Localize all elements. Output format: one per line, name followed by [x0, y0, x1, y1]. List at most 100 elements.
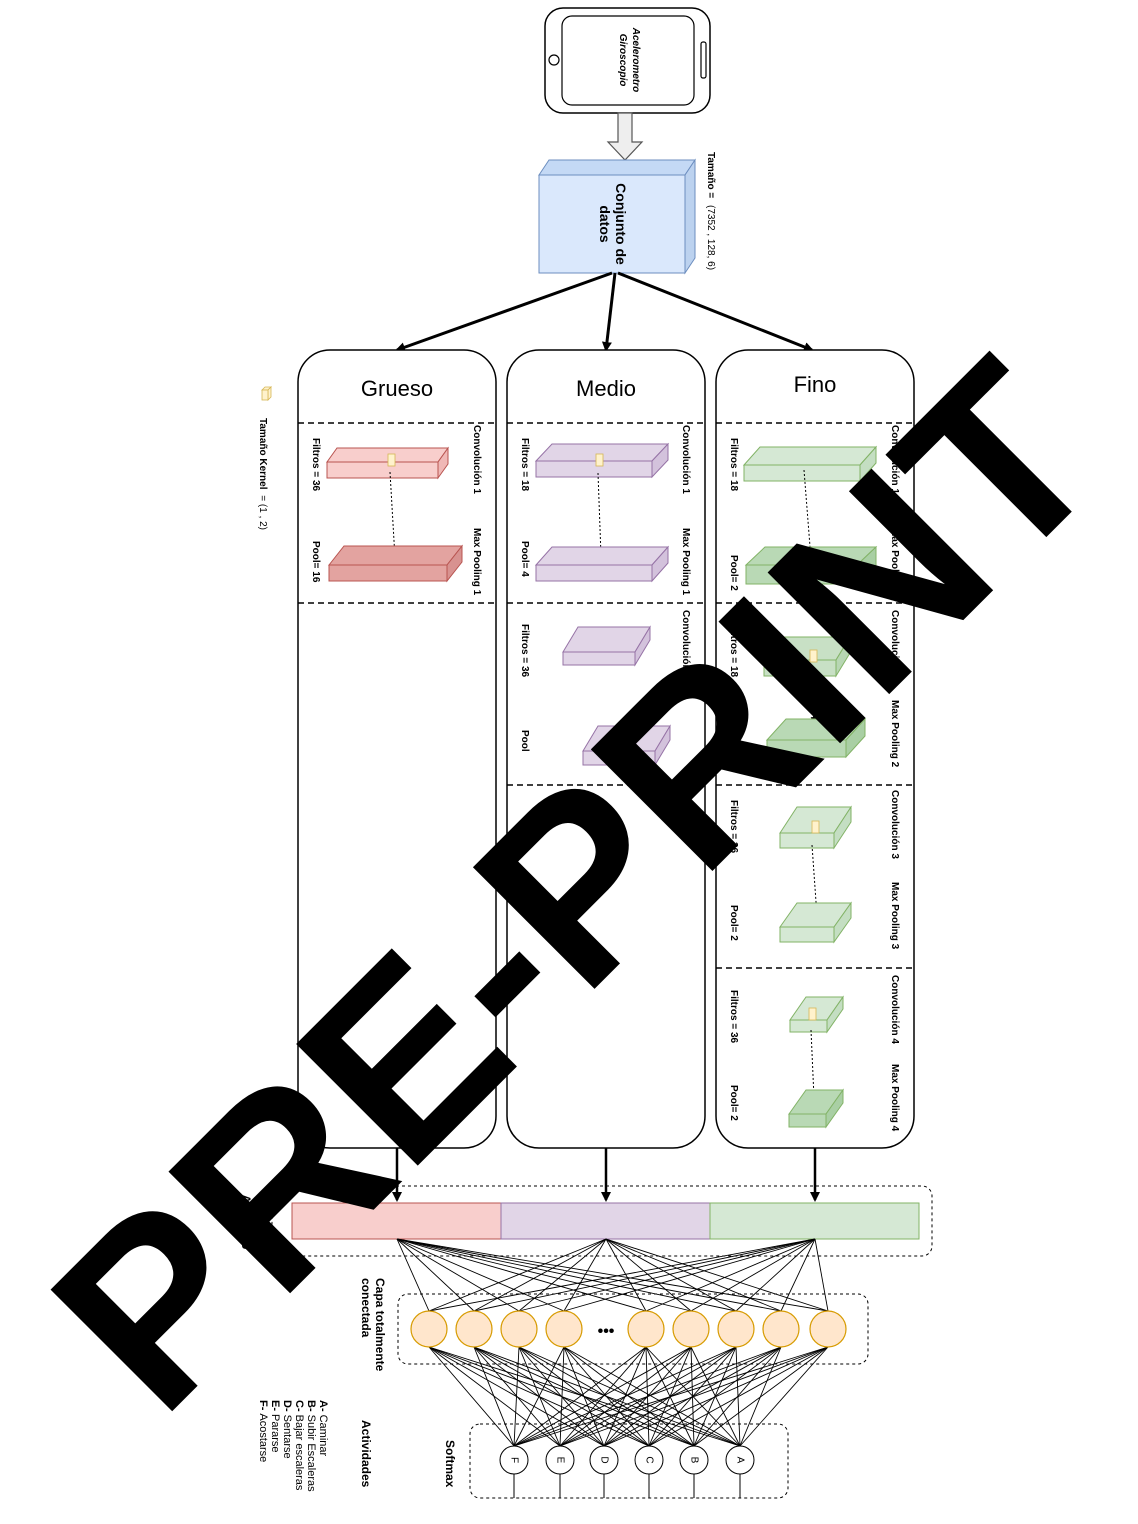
- connection-line: [690, 1238, 816, 1312]
- conv-slab: [562, 625, 651, 667]
- pool-slab: [327, 544, 464, 583]
- conv-slab: [763, 635, 851, 678]
- fc-neuron: [717, 1310, 755, 1348]
- pool-slab: [534, 545, 670, 583]
- fc-label-line2: conectada: [359, 1278, 373, 1338]
- phone-device: Acelerometro Giroscopio: [544, 7, 711, 114]
- softmax-node-label: C: [643, 1456, 654, 1463]
- connection-line: [428, 1238, 607, 1312]
- kernel-cube-icon: [808, 1007, 817, 1021]
- connection-line: [513, 1346, 692, 1447]
- device-label-line2: Giroscopio: [617, 34, 628, 87]
- svg-text:F-Acostarse: F-Acostarse: [257, 1400, 269, 1462]
- connection-line: [603, 1346, 829, 1447]
- connection-line: [563, 1346, 695, 1447]
- fc-ellipsis: •••: [598, 1323, 615, 1340]
- connection-line: [605, 1238, 829, 1312]
- connection-line: [518, 1238, 816, 1312]
- dataset-size-label: Tamaño =: [705, 152, 716, 198]
- conv-slab: [789, 995, 844, 1034]
- softmax-node-label: D: [598, 1456, 609, 1463]
- medio-layer-2: Filtros = 36 Pool Convolución 2: [519, 610, 691, 767]
- activity-item: E-Pararse: [269, 1400, 281, 1453]
- pool-slab: [765, 717, 867, 759]
- input-arrow: [606, 112, 644, 161]
- connection-line: [605, 1238, 737, 1312]
- dataset-label-line1: Conjunto de: [613, 183, 629, 265]
- svg-text:Tamaño Kernel = (1 , 2): Tamaño Kernel = (1 , 2): [257, 418, 268, 530]
- connection-line: [396, 1238, 692, 1312]
- connection-line: [428, 1346, 515, 1447]
- connection-line: [396, 1238, 829, 1312]
- activity-item: D-Sentarse: [281, 1400, 293, 1459]
- pool-slab: [744, 545, 878, 586]
- grueso-layer-1: Filtros = 36 Pool= 16 Convolución 1 Max …: [310, 425, 482, 596]
- fc-neuron: [627, 1310, 665, 1348]
- filters-label: Filtros = 18: [728, 438, 739, 492]
- flatten-segment-medio: [500, 1202, 711, 1240]
- softmax-node: B: [679, 1445, 709, 1498]
- flatten-label: Aplanado: [239, 1195, 253, 1250]
- filters-label: Filtros = 18: [728, 624, 739, 678]
- branch-title-grueso: Grueso: [361, 376, 433, 401]
- connection-line: [814, 1238, 829, 1312]
- connection-line: [396, 1238, 520, 1312]
- connection-line: [563, 1346, 650, 1447]
- home-button-icon: [548, 54, 560, 66]
- fc-neuron: [672, 1310, 710, 1348]
- connection-line: [513, 1346, 737, 1447]
- connection-line: [645, 1238, 816, 1312]
- device-label-line1: Acelerometro: [630, 27, 641, 92]
- svg-text:D-Sentarse: D-Sentarse: [281, 1400, 293, 1459]
- kernel-cube-icon: [811, 820, 820, 834]
- fc-neuron: [809, 1310, 847, 1348]
- activity-item: F-Acostarse: [257, 1400, 269, 1462]
- svg-text:E-Pararse: E-Pararse: [269, 1400, 281, 1453]
- fc-neuron: [762, 1310, 800, 1348]
- softmax-node: F: [499, 1445, 529, 1498]
- conv-slab: [534, 442, 670, 479]
- conv-label: Convolución 2: [680, 610, 691, 679]
- connection-line: [648, 1346, 829, 1447]
- fino-layer-1: Filtros = 18 Pool= 2 Convolución 1 Max P…: [728, 425, 900, 596]
- activity-item: C-Bajar escaleras: [293, 1400, 305, 1491]
- connections-flatten-fc: [396, 1238, 829, 1312]
- pool-name-label: Max Pooling 2: [889, 700, 900, 768]
- pool-slab: [779, 901, 852, 944]
- connection-line: [396, 1238, 647, 1312]
- connections-fc-softmax: [428, 1346, 829, 1447]
- connection-line: [513, 1346, 565, 1447]
- pool-name-label: Max Pooling 3: [889, 882, 900, 950]
- connection-line: [396, 1238, 565, 1312]
- pool-name-label: Max Pooling 4: [889, 1064, 900, 1132]
- activity-item: B-Subir Escaleras: [305, 1400, 317, 1492]
- pool-label: Pool= 4: [519, 541, 530, 577]
- fc-neuron: [500, 1310, 538, 1348]
- conv-slab: [326, 446, 449, 480]
- connection-line: [693, 1346, 782, 1447]
- branch-title-fino: Fino: [794, 372, 837, 397]
- pool-slab: [788, 1088, 844, 1129]
- flatten-layer: Aplanado: [239, 1185, 933, 1257]
- svg-text:B-Subir Escaleras: B-Subir Escaleras: [305, 1400, 317, 1492]
- fc-label-line1: Capa totalmente: [373, 1278, 387, 1372]
- softmax-node: C: [634, 1445, 664, 1498]
- pool-slab: [582, 724, 671, 767]
- connection-line: [605, 1238, 782, 1312]
- connection-line: [780, 1238, 816, 1312]
- svg-text:C-Bajar escaleras: C-Bajar escaleras: [293, 1400, 305, 1491]
- kernel-cube-icon: [387, 453, 396, 467]
- fully-connected-layer: ••• Capa totalmente conectada: [359, 1278, 869, 1372]
- fc-neuron: [410, 1310, 448, 1348]
- conv-label: Convolución 1: [471, 425, 482, 494]
- kernel-cube-icon: [261, 386, 272, 401]
- softmax-node-label: E: [554, 1457, 565, 1464]
- pool-label: Pool= 2: [728, 1085, 739, 1121]
- kernel-cube-icon: [809, 649, 818, 663]
- filters-label: Filtros = 18: [519, 438, 530, 492]
- activities-title: Actividades: [359, 1420, 373, 1488]
- conv-label: Convolución 1: [889, 425, 900, 494]
- connection-line: [396, 1238, 737, 1312]
- flatten-segment-fino: [709, 1202, 920, 1240]
- connection-line: [473, 1238, 607, 1312]
